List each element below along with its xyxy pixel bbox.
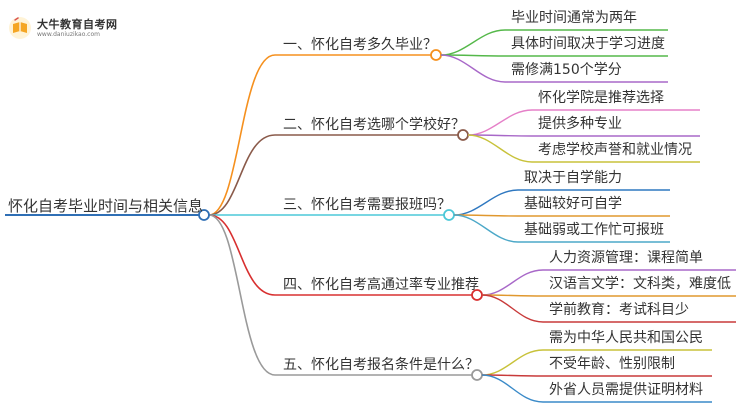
branch-4-leaf-3: 学前教育：考试科目少	[549, 302, 689, 318]
branch-4-leaf-3-connector	[481, 294, 544, 323]
branch-3-label: 三、怀化自考需要报班吗？	[283, 197, 451, 213]
branch-2-leaf-3-connector	[467, 134, 533, 163]
branch-1-connector	[208, 54, 276, 216]
branch-5-leaf-1-connector	[481, 349, 544, 376]
book-logo-icon	[9, 17, 31, 39]
branch-1-leaf-2: 具体时间取决于学习进度	[511, 36, 665, 52]
root-node	[198, 209, 210, 221]
branch-1-label: 一、怀化自考多久毕业？	[283, 37, 437, 53]
branch-1-leaf-1-connector	[440, 29, 506, 56]
branch-5-label: 五、怀化自考报名条件是什么？	[283, 357, 479, 373]
branch-2-leaf-3: 考虑学校声誉和就业情况	[538, 142, 692, 158]
branch-5-leaf-3: 外省人员需提供证明材料	[549, 382, 703, 398]
branch-2-leaf-1: 怀化学院是推荐选择	[538, 90, 664, 106]
site-logo: 大牛教育自考网 www.daniuzikao.com	[8, 16, 118, 40]
branch-5-leaf-1: 需为中华人民共和国公民	[549, 330, 703, 346]
branch-5-leaf-3-connector	[481, 374, 544, 403]
branch-4-connector	[208, 214, 276, 296]
branch-3-leaf-3-connector	[453, 214, 519, 243]
branch-4-leaf-2: 汉语言文学：文科类，难度低	[549, 276, 731, 292]
branch-2-leaf-2: 提供多种专业	[538, 116, 622, 132]
branch-2-label: 二、怀化自考选哪个学校好？	[283, 117, 465, 133]
branch-3-leaf-2: 基础较好可自学	[524, 196, 622, 212]
branch-2-connector	[208, 134, 276, 216]
branch-3-leaf-1-connector	[453, 189, 519, 216]
branch-1-leaf-1: 毕业时间通常为两年	[511, 10, 637, 26]
branch-3-leaf-1: 取决于自学能力	[524, 170, 622, 186]
root-label: 怀化自考毕业时间与相关信息	[8, 197, 204, 215]
logo-url: www.daniuzikao.com	[37, 30, 100, 38]
branch-5-leaf-2: 不受年龄、性别限制	[549, 356, 675, 372]
logo-title: 大牛教育自考网	[37, 17, 118, 31]
branch-4-leaf-1: 人力资源管理：课程简单	[549, 250, 703, 266]
branch-3-leaf-3: 基础弱或工作忙可报班	[524, 222, 664, 238]
branch-2-leaf-1-connector	[467, 109, 533, 136]
branch-4-leaf-1-connector	[481, 269, 544, 296]
branch-1-leaf-3: 需修满150个学分	[511, 62, 622, 78]
branch-1-leaf-3-connector	[440, 54, 506, 83]
branch-5-connector	[208, 214, 276, 376]
branch-4-label: 四、怀化自考高通过率专业推荐	[283, 277, 479, 293]
